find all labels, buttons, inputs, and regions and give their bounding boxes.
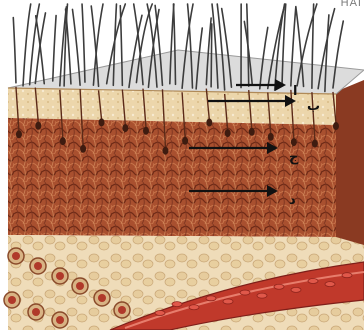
label-4: د [289, 194, 296, 207]
hair-shaft [82, 4, 85, 82]
red-blood-cell [342, 273, 352, 278]
hair-shaft [23, 4, 31, 86]
red-blood-cell [155, 311, 165, 316]
follicle-bulb [225, 129, 231, 137]
red-blood-cell [240, 290, 250, 295]
follicle-bulb [143, 127, 149, 135]
red-blood-cell [223, 299, 233, 304]
hair-shaft [30, 4, 40, 85]
vessel-lumen [12, 252, 20, 260]
vessel-lumen [56, 272, 64, 280]
hair-shaft [13, 18, 16, 83]
vessel-lumen [8, 296, 16, 304]
label-1: ا [293, 85, 297, 98]
red-blood-cell [308, 278, 318, 283]
follicle-bulb [291, 138, 297, 146]
dermis-layer [8, 118, 336, 237]
follicle-bulb [249, 128, 255, 136]
label-2: ب [307, 100, 320, 113]
vessel-lumen [118, 306, 126, 314]
red-blood-cell [206, 296, 216, 301]
vessel-lumen [98, 294, 106, 302]
label-3: ج [289, 151, 298, 164]
corner-text: HAI [341, 0, 362, 9]
red-blood-cell [291, 287, 301, 292]
follicle-bulb [206, 119, 212, 127]
follicle-bulb [122, 124, 128, 132]
follicle-bulb [312, 140, 318, 148]
hair-shaft [66, 9, 71, 84]
vessel-lumen [76, 282, 84, 290]
red-blood-cell [189, 305, 199, 310]
follicle-bulb [333, 122, 339, 130]
follicle-bulb [99, 118, 105, 126]
red-blood-cell [325, 282, 335, 287]
red-blood-cell [172, 302, 182, 307]
side-face [335, 80, 364, 262]
vessel-lumen [34, 262, 42, 270]
red-blood-cell [257, 293, 267, 298]
red-blood-cell [274, 284, 284, 289]
follicle-bulb [182, 137, 188, 145]
follicle-bulb [80, 145, 86, 153]
follicle-bulb [35, 122, 41, 130]
follicle-bulb [60, 137, 66, 145]
follicle-bulb [268, 133, 274, 141]
hair-shaft [211, 24, 212, 87]
vessel-lumen [56, 316, 64, 324]
follicle-bulb [162, 147, 168, 155]
hair-shaft [53, 16, 56, 81]
follicle-bulb [16, 130, 22, 138]
vessel-lumen [32, 308, 40, 316]
